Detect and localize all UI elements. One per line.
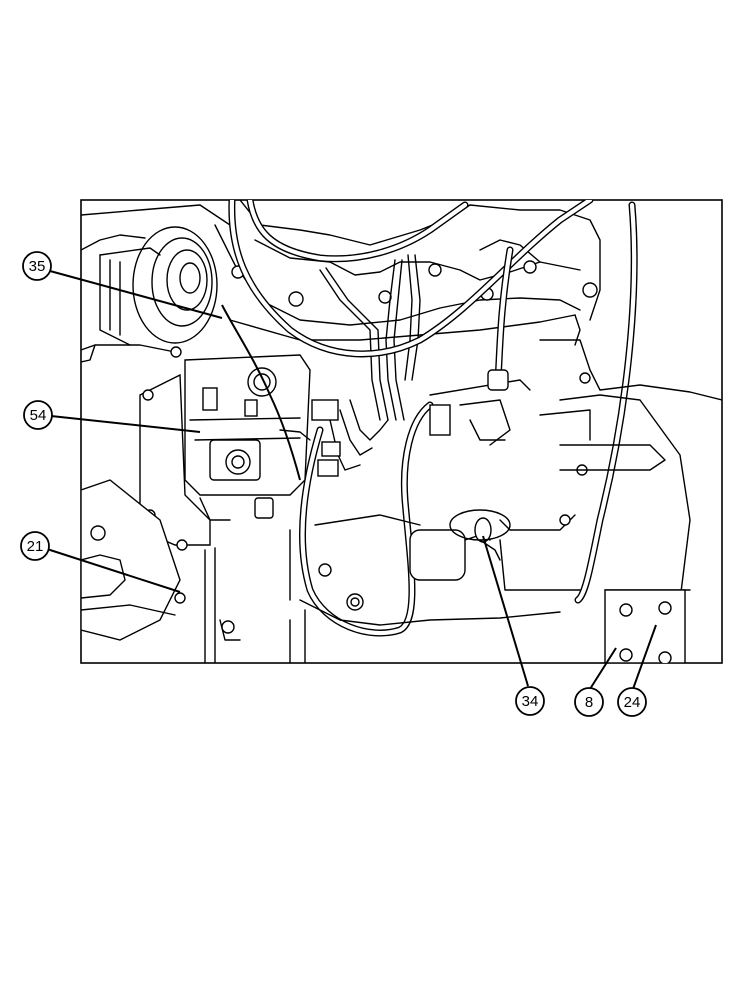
injector-lines	[319, 254, 421, 471]
callout-34: 34	[515, 686, 545, 716]
callout-8: 8	[574, 687, 604, 717]
callout-35: 35	[22, 251, 52, 281]
hoses	[228, 200, 638, 637]
leader-lines	[46, 270, 657, 690]
alternator-pulley	[81, 204, 231, 363]
callout-24-label: 24	[624, 694, 641, 711]
callout-35-label: 35	[29, 258, 46, 275]
flywheel-housing	[539, 339, 722, 663]
mounting-bracket	[81, 373, 211, 641]
throttle-cable	[221, 304, 301, 481]
engine-block-details	[81, 369, 581, 663]
callout-34-label: 34	[522, 693, 539, 710]
callout-24: 24	[617, 687, 647, 717]
callout-21: 21	[20, 531, 50, 561]
injection-pump	[184, 354, 311, 521]
callout-8-label: 8	[585, 694, 593, 711]
callout-54-label: 54	[30, 407, 47, 424]
engine-illustration	[81, 200, 722, 663]
callout-21-label: 21	[27, 538, 44, 555]
callout-54: 54	[23, 400, 53, 430]
